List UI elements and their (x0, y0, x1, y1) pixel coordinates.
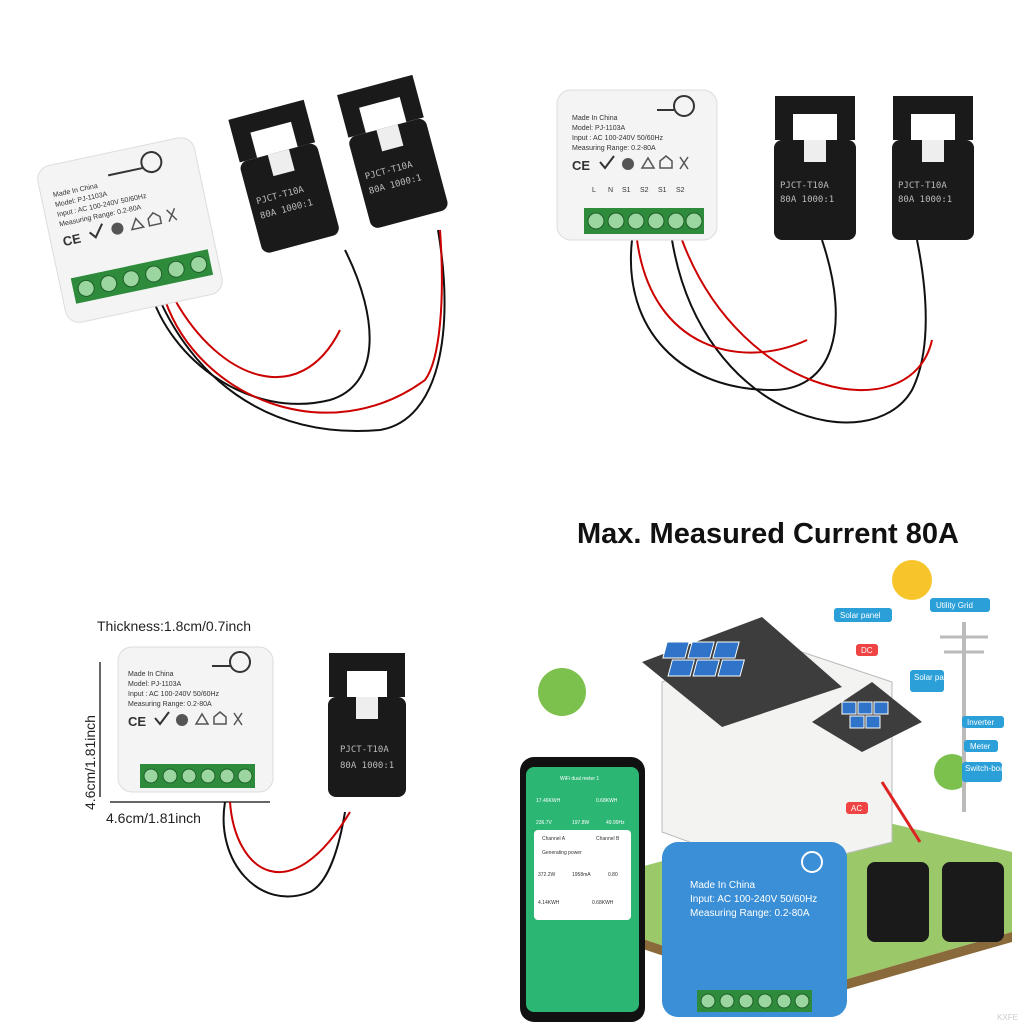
current-clamp: PJCT-T10A 80A 1000:1 (228, 99, 339, 253)
svg-text:Made In China: Made In China (690, 880, 755, 891)
sun-icon (892, 560, 932, 600)
svg-text:S2: S2 (676, 187, 685, 194)
device-made-in: Made In China (572, 115, 618, 122)
device-model: Model: PJ-1103A (128, 681, 182, 688)
clamp-ratio: 80A 1000:1 (780, 195, 834, 205)
device-made-in: Made In China (128, 671, 174, 678)
device-input: Input : AC 100-240V 50/60Hz (572, 135, 664, 142)
recycle-icon (130, 217, 146, 231)
blue-meter-device: Made In China Input: AC 100-240V 50/60Hz… (662, 842, 847, 1017)
svg-text:Meter: Meter (970, 742, 991, 751)
tag-inverter: Inverter (962, 716, 1004, 728)
svg-text:Solar panel: Solar panel (840, 611, 881, 620)
clamp-ratio: 80A 1000:1 (340, 761, 394, 771)
svg-text:49.99Hz: 49.99Hz (606, 820, 625, 826)
svg-text:S2: S2 (640, 187, 649, 194)
house-diagram: Solar panel DC Solar panel Utility Grid … (520, 560, 1012, 1022)
tag-solar-panel: Solar panel (834, 608, 892, 622)
svg-text:236.7V: 236.7V (536, 820, 553, 826)
svg-text:S1: S1 (658, 187, 667, 194)
rohs-icon (176, 714, 188, 726)
ce-mark: CE (572, 158, 590, 173)
headline: Max. Measured Current 80A (577, 518, 959, 550)
recycle-icon (194, 712, 210, 725)
tag-ac: AC (846, 802, 868, 814)
tree-icon (538, 668, 586, 716)
clamp-model: PJCT-T10A (898, 181, 947, 191)
current-clamp: PJCT-T10A 80A 1000:1 (774, 96, 856, 240)
product-illustration: Made In China Model: PJ-1103A Input : AC… (556, 89, 974, 424)
svg-text:Measuring Range: 0.2-80A: Measuring Range: 0.2-80A (690, 908, 810, 919)
clamp-ratio: 80A 1000:1 (898, 195, 952, 205)
recycle-icon (640, 156, 656, 169)
svg-text:Inverter: Inverter (967, 718, 994, 727)
check-icon (599, 155, 615, 170)
device-range: Measuring Range: 0.2-80A (128, 701, 212, 708)
tag-dc: DC (856, 644, 878, 656)
svg-text:372.2W: 372.2W (538, 872, 556, 878)
thickness-label: Thickness:1.8cm/0.7inch (97, 618, 252, 634)
tree-icon (934, 754, 970, 790)
watermark: KXFE (997, 1013, 1018, 1022)
svg-text:Switch-board: Switch-board (965, 764, 1012, 773)
device-input: Input : AC 100-240V 50/60Hz (128, 691, 220, 698)
rohs-icon (622, 158, 634, 170)
svg-text:Channel A: Channel A (542, 836, 566, 842)
product-photo-two-clamps-angled: Made In China Model: PJ-1103A Input : AC… (0, 0, 512, 512)
svg-text:N: N (608, 187, 613, 194)
svg-text:Generating power: Generating power (542, 850, 582, 856)
svg-text:DC: DC (861, 646, 873, 655)
clamp-model: PJCT-T10A (340, 745, 389, 755)
current-clamp (867, 862, 929, 942)
svg-text:0.68KWH: 0.68KWH (596, 798, 618, 804)
width-label: 4.6cm/1.81inch (106, 810, 201, 826)
svg-text:Solar panel: Solar panel (914, 673, 955, 682)
svg-text:AC: AC (851, 804, 862, 813)
rohs-icon (111, 222, 124, 235)
svg-text:L: L (592, 187, 596, 194)
svg-text:17.46KWH: 17.46KWH (536, 798, 561, 804)
svg-text:Utility Grid: Utility Grid (936, 601, 973, 610)
svg-text:0.80: 0.80 (608, 872, 618, 878)
smartphone: WiFi dual meter 1 17.46KWH 0.68KWH 236.7… (520, 757, 645, 1022)
svg-text:Input: AC 100-240V 50/60Hz: Input: AC 100-240V 50/60Hz (690, 894, 817, 905)
clamp-model: PJCT-T10A (780, 181, 829, 191)
arrow-icon (880, 781, 922, 843)
house-icon (147, 211, 163, 227)
ce-mark: CE (61, 231, 82, 249)
svg-text:0.68KWH: 0.68KWH (592, 900, 614, 906)
product-photo-two-clamps-front: Made In China Model: PJ-1103A Input : AC… (512, 0, 1024, 512)
svg-text:S1: S1 (622, 187, 631, 194)
check-icon (154, 711, 170, 726)
svg-text:1958mA: 1958mA (572, 872, 591, 878)
current-clamp: PJCT-T10A 80A 1000:1 (892, 96, 974, 240)
svg-text:4.14KWH: 4.14KWH (538, 900, 560, 906)
current-clamp: PJCT-T10A 80A 1000:1 (328, 653, 406, 797)
check-icon (89, 223, 103, 239)
svg-text:WiFi dual meter 1: WiFi dual meter 1 (560, 776, 599, 782)
current-clamp: PJCT-T10A 80A 1000:1 (337, 74, 448, 228)
tag-utility-grid: Utility Grid (930, 598, 990, 612)
tag-switchboard: Switch-board (962, 762, 1012, 782)
bin-icon (679, 156, 689, 170)
tag-meter: Meter (964, 740, 998, 752)
bin-icon (166, 208, 178, 222)
current-clamp (942, 862, 1004, 942)
product-illustration: Made In China Model: PJ-1103A Input : AC… (99, 646, 406, 898)
application-diagram: Max. Measured Current 80A (512, 512, 1024, 1024)
ce-mark: CE (128, 714, 146, 729)
tag-solar-panel-2: Solar panel (910, 670, 955, 692)
svg-text:Channel B: Channel B (596, 836, 620, 842)
product-dimensions-photo: Thickness:1.8cm/0.7inch 4.6cm/1.81inch 4… (0, 512, 512, 1024)
house-icon (659, 155, 673, 169)
device-model: Model: PJ-1103A (572, 125, 626, 132)
product-illustration: Made In China Model: PJ-1103A Input : AC… (37, 74, 448, 432)
house-icon (213, 711, 227, 725)
bin-icon (233, 712, 243, 726)
device-range: Measuring Range: 0.2-80A (572, 145, 656, 152)
svg-text:197.8W: 197.8W (572, 820, 590, 826)
